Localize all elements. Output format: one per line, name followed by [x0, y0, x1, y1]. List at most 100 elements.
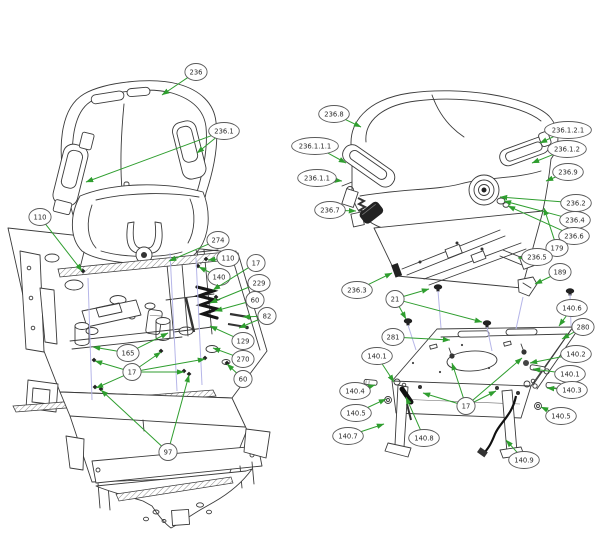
leader-arrow [503, 200, 562, 217]
callout-label: 110 [34, 213, 47, 221]
callout-270: 270 [212, 347, 255, 368]
seat-cushion [71, 184, 209, 265]
leader-arrow [137, 332, 169, 349]
leader-arrow [532, 367, 556, 373]
callout-bubble [408, 429, 440, 447]
callout-bubble [556, 381, 588, 399]
leader-arrow [531, 154, 553, 164]
callout-bubble [571, 318, 595, 336]
callout-21: 21 [385, 288, 483, 323]
stop-bracket [517, 276, 538, 297]
callout-label: 280 [577, 323, 590, 331]
callout-label: 140.2 [566, 350, 585, 358]
leader-arrow [212, 267, 249, 291]
callout-229: 229 [209, 274, 271, 304]
callout-label: 236.8 [324, 110, 343, 118]
callout-236.1.2: 236.1.2 [531, 140, 587, 164]
callout-bubble [508, 451, 540, 469]
callout-label: 140.3 [562, 386, 581, 394]
chassis-seat-assembly-view [7, 80, 271, 529]
callout-label: 270 [237, 355, 250, 363]
callout-bubble [206, 231, 230, 249]
shock-absorber [184, 297, 196, 333]
callout-label: 165 [122, 349, 135, 357]
callout-82: 82 [238, 307, 277, 329]
leader-arrow [214, 301, 247, 312]
callout-281: 281 [381, 328, 451, 346]
callout-bubble [545, 407, 577, 425]
leader-arrow [226, 363, 237, 374]
spacer-cylinder [155, 317, 171, 341]
callout-label: 236 [190, 68, 203, 76]
leader-arrow [403, 288, 430, 297]
callout-bubble [341, 281, 373, 299]
callout-bubble [456, 397, 476, 415]
leader-arrow [539, 136, 554, 144]
leader-arrow [540, 406, 550, 413]
callout-label: 60 [251, 296, 260, 304]
leader-arrow [100, 389, 162, 447]
callout-bubble [544, 121, 592, 139]
callout-bubble [233, 370, 253, 388]
leader-arrow [334, 177, 343, 183]
leader-arrow [398, 306, 407, 320]
callout-236.8: 236.8 [318, 105, 362, 128]
callout-label: 129 [237, 337, 250, 345]
leader-arrow [360, 423, 385, 433]
callout-label: 236.1.1 [304, 174, 330, 182]
callout-bubble [381, 328, 405, 346]
callout-label: 140.9 [514, 456, 533, 464]
switch-cable [484, 395, 518, 453]
callout-label: 140.1 [367, 352, 386, 360]
callout-bubble [231, 332, 255, 350]
callout-bubble [521, 248, 553, 266]
armrest-latch-mechanism [341, 181, 368, 228]
leader-arrow [545, 175, 556, 182]
callout-274: 274 [168, 231, 230, 262]
spacer-cylinder [74, 322, 90, 346]
callout-bubble [116, 344, 140, 362]
callout-140.2: 140.2 [529, 345, 592, 365]
leader-arrow [472, 357, 523, 401]
callout-bubble [556, 299, 588, 317]
callout-236.1.2.1: 236.1.2.1 [539, 121, 592, 144]
leader-arrow [209, 286, 250, 304]
callout-17: 17 [94, 351, 206, 389]
callout-layer: 236236.111027411014017229608212927060165… [28, 63, 595, 469]
callout-110: 110 [207, 249, 240, 267]
leader-arrow [95, 375, 125, 389]
callout-label: 236.1.2.1 [552, 126, 584, 134]
leader-arrow [196, 137, 216, 154]
leader-arrow [139, 351, 162, 368]
callout-bubble [297, 169, 337, 187]
leader-arrow [499, 194, 561, 203]
leader-arrow [405, 396, 421, 430]
callout-bubble [560, 345, 592, 363]
callout-236.1.1.1: 236.1.1.1 [291, 137, 347, 164]
callout-bubble [122, 363, 142, 381]
callout-label: 236.7 [320, 206, 339, 214]
callout-label: 236.9 [558, 168, 577, 176]
leader-arrow [212, 347, 234, 356]
leader-arrow [45, 223, 83, 272]
seat-handle [126, 221, 163, 254]
callout-label: 236.4 [565, 216, 584, 224]
callout-97: 97 [100, 374, 190, 461]
leader-arrow [561, 331, 575, 340]
callout-bubble [28, 208, 52, 226]
callout-140.1: 140.1 [361, 347, 395, 383]
callout-label: 21 [391, 295, 400, 303]
cable-connector [477, 447, 488, 458]
callout-bubble [246, 254, 266, 272]
leader-arrow [367, 384, 376, 390]
callout-bubble [548, 263, 572, 281]
callout-140.7: 140.7 [332, 423, 385, 445]
callout-label: 274 [212, 236, 225, 244]
callout-label: 236.1.1.1 [299, 142, 331, 150]
callout-bubble [318, 105, 350, 123]
callout-bubble [314, 201, 346, 219]
leader-arrow [242, 313, 258, 320]
callout-236.4: 236.4 [503, 200, 591, 229]
callout-bubble [245, 291, 265, 309]
